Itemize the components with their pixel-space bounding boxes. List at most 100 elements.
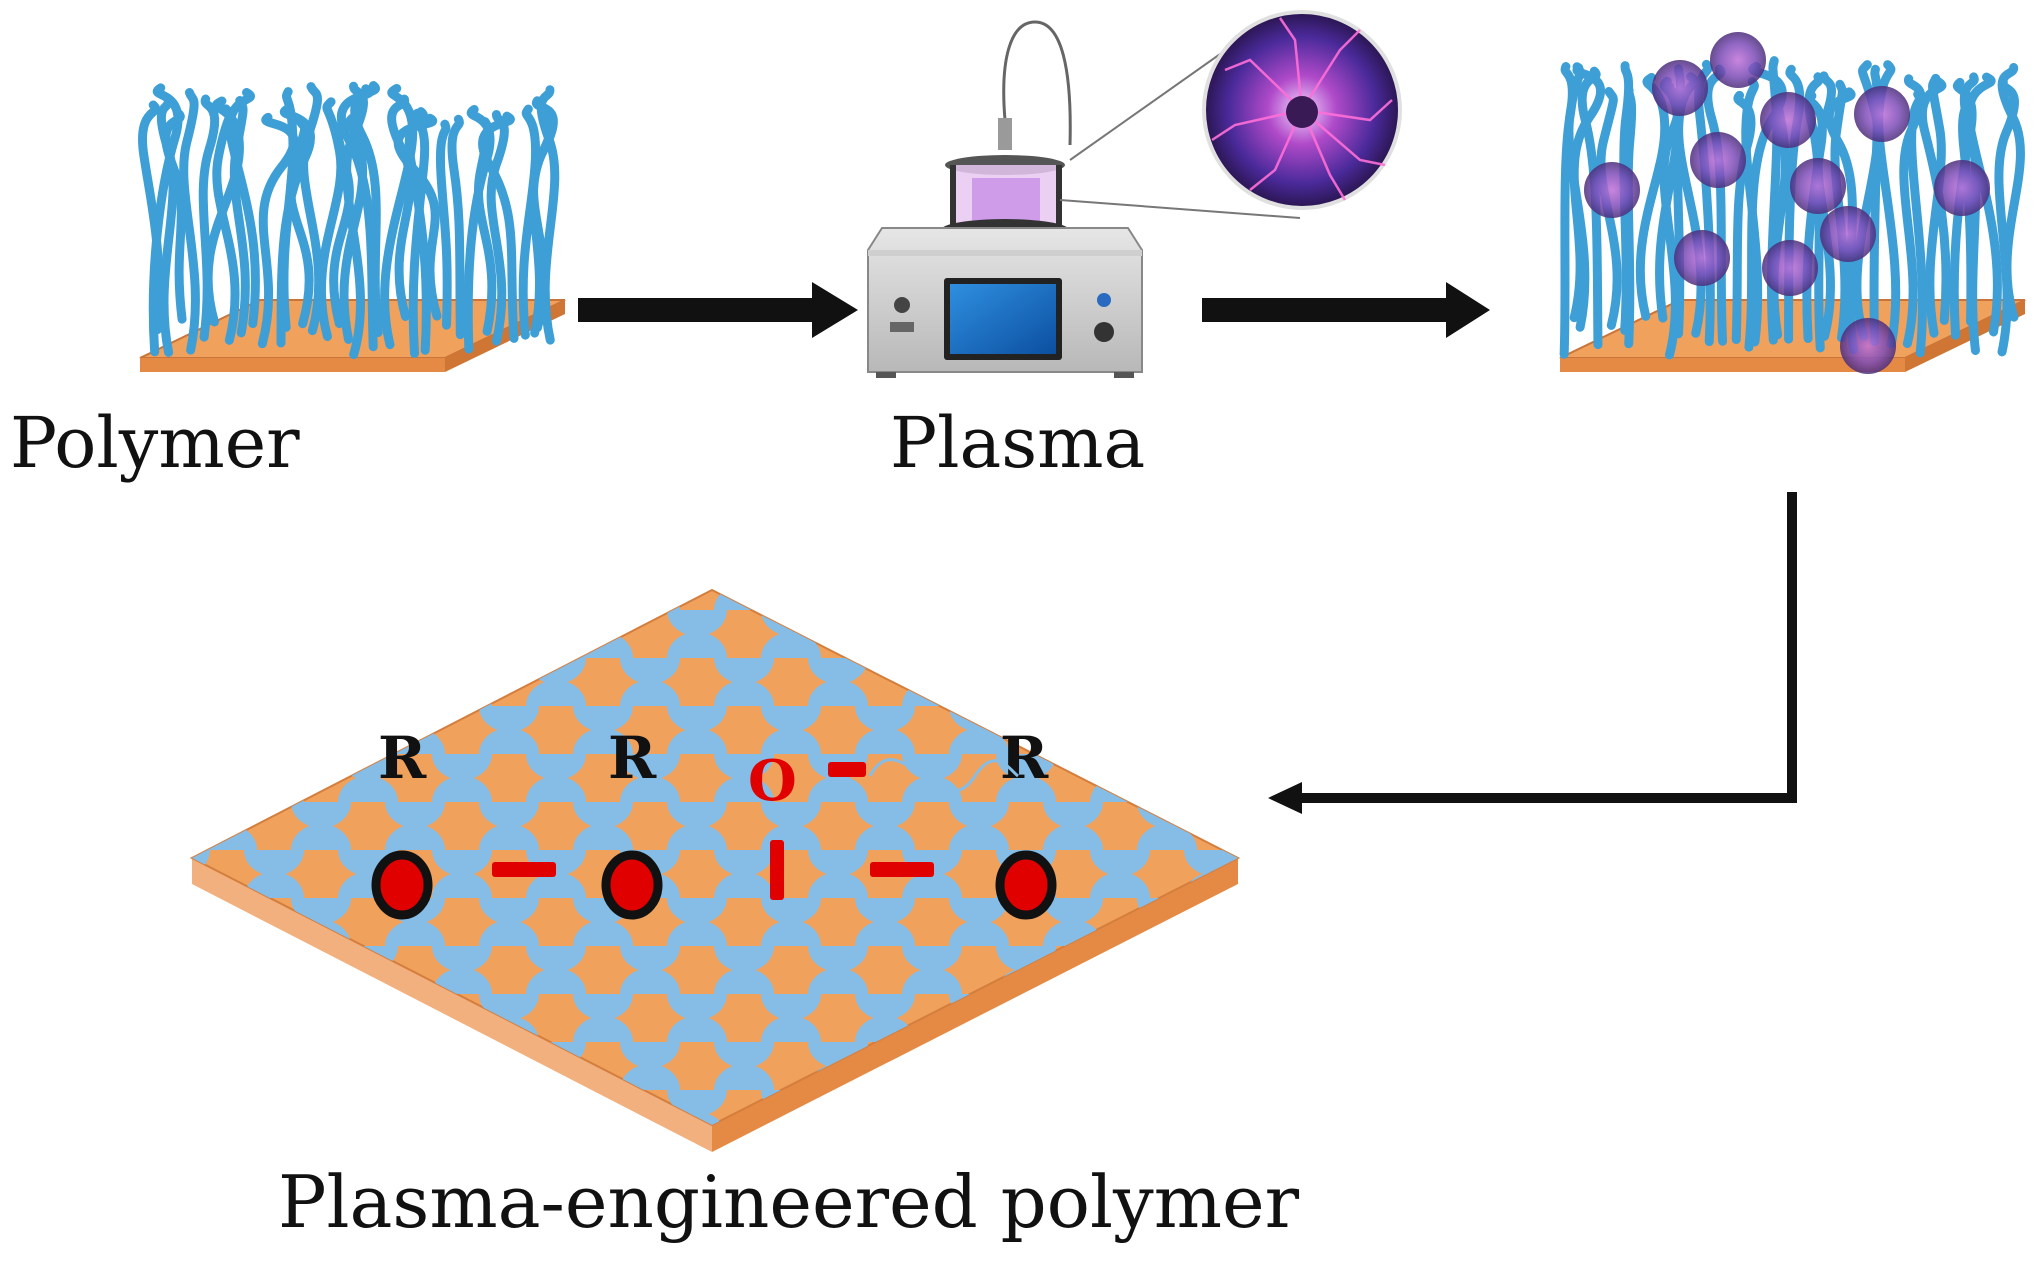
fiber-wave [1513, 920, 1573, 946]
plasma-particle [1820, 206, 1876, 262]
fiber-wave [0, 680, 22, 706]
fiber-wave [103, 802, 163, 828]
fiber-wave [103, 610, 163, 636]
fiber-wave [1889, 824, 1949, 850]
fiber-wave [1936, 968, 1996, 994]
fiber-wave [1231, 1112, 1238, 1125]
plasma-particle [1840, 318, 1896, 374]
fiber-wave [1607, 802, 1667, 828]
fiber-wave [996, 1064, 1056, 1090]
fiber-wave [808, 872, 868, 898]
fiber-wave [1325, 994, 1385, 1020]
fiber-wave [192, 968, 210, 994]
fiber-wave [949, 1090, 1009, 1116]
fiber-wave [573, 824, 633, 850]
fiber-wave [996, 1042, 1056, 1068]
fiber-wave [667, 920, 727, 946]
fiber-wave [432, 968, 492, 994]
fiber-wave [291, 802, 351, 828]
fiber-wave [338, 658, 398, 684]
fiber-wave [573, 920, 633, 946]
fiber-wave [996, 776, 1056, 802]
polymer-chain [1964, 72, 2002, 337]
fiber-wave [103, 994, 163, 1020]
polymer-chain [1997, 63, 2025, 322]
fiber-wave [244, 1064, 304, 1090]
fiber-wave [1325, 802, 1385, 828]
bond-o-vertical [770, 840, 784, 900]
fiber-wave [385, 1090, 445, 1116]
fiber-wave [1090, 1042, 1150, 1068]
fiber-wave [192, 1064, 210, 1090]
plasma-particle [1760, 92, 1816, 148]
fiber-wave [2030, 946, 2037, 972]
fiber-wave [338, 590, 398, 610]
fiber-wave [197, 1090, 257, 1116]
fiber-wave [1842, 658, 1902, 684]
fiber-wave [573, 1016, 633, 1042]
fiber-wave [761, 728, 821, 754]
fiber-wave [479, 632, 539, 658]
fiber-wave [1043, 1112, 1103, 1125]
fiber-wave [197, 728, 257, 754]
fiber-wave [855, 610, 915, 636]
fiber-wave [949, 632, 1009, 658]
fiber-wave [1090, 850, 1150, 876]
fiber-wave [1466, 1138, 1526, 1164]
fiber-wave [1889, 802, 1949, 828]
polymer-chain [478, 111, 519, 343]
fiber-wave [1654, 968, 1714, 994]
fiber-wave [1936, 1042, 1996, 1068]
fiber-wave [338, 776, 398, 802]
fiber-wave [1137, 706, 1197, 732]
fiber-wave [1325, 706, 1385, 732]
fiber-wave [1889, 706, 1949, 732]
fiber-wave [1701, 632, 1761, 658]
fiber-wave [1231, 898, 1238, 924]
fiber-wave [1607, 824, 1667, 850]
fiber-wave [385, 920, 445, 946]
fiber-wave [1936, 1064, 1996, 1090]
polymer-chain [179, 88, 200, 355]
fiber-wave [197, 824, 257, 850]
fiber-wave [432, 850, 492, 876]
fiber-wave [1372, 946, 1432, 972]
fiber-wave [1607, 994, 1667, 1020]
fiber-wave [244, 680, 304, 706]
fiber-wave [1889, 994, 1949, 1020]
fiber-wave [1419, 824, 1479, 850]
plasma-particle [1790, 158, 1846, 214]
fiber-wave [1936, 680, 1996, 706]
fiber-wave [385, 1112, 445, 1125]
fiber-wave [1278, 754, 1338, 780]
fiber-wave [197, 610, 257, 636]
polymer-chain [257, 112, 299, 349]
fiber-wave [432, 776, 492, 802]
plasma-particle [1674, 230, 1730, 286]
fiber-wave [192, 1042, 210, 1068]
fiber-wave [1983, 1016, 2037, 1042]
fiber-wave [808, 850, 868, 876]
fiber-wave [385, 610, 445, 636]
fiber-wave [244, 776, 304, 802]
fiber-wave [1466, 850, 1526, 876]
fiber-wave [526, 776, 586, 802]
fiber-wave [1842, 968, 1902, 994]
fiber-wave [1325, 898, 1385, 924]
fiber-wave [2030, 776, 2037, 802]
fiber-wave [1372, 1064, 1432, 1090]
fiber-wave [620, 1042, 680, 1068]
fiber-wave [1184, 968, 1238, 994]
plasma-particle [1762, 240, 1818, 296]
fiber-wave [244, 590, 304, 610]
fiber-wave [1419, 632, 1479, 658]
fiber-wave [432, 658, 492, 684]
fiber-wave [1701, 994, 1761, 1020]
fiber-wave [1184, 754, 1238, 780]
fiber-wave [808, 680, 868, 706]
fiber-wave [1372, 872, 1432, 898]
polymer-chain [1899, 74, 1926, 349]
fiber-wave [1560, 968, 1620, 994]
fiber-wave [1654, 754, 1714, 780]
fiber-wave [1043, 706, 1103, 732]
